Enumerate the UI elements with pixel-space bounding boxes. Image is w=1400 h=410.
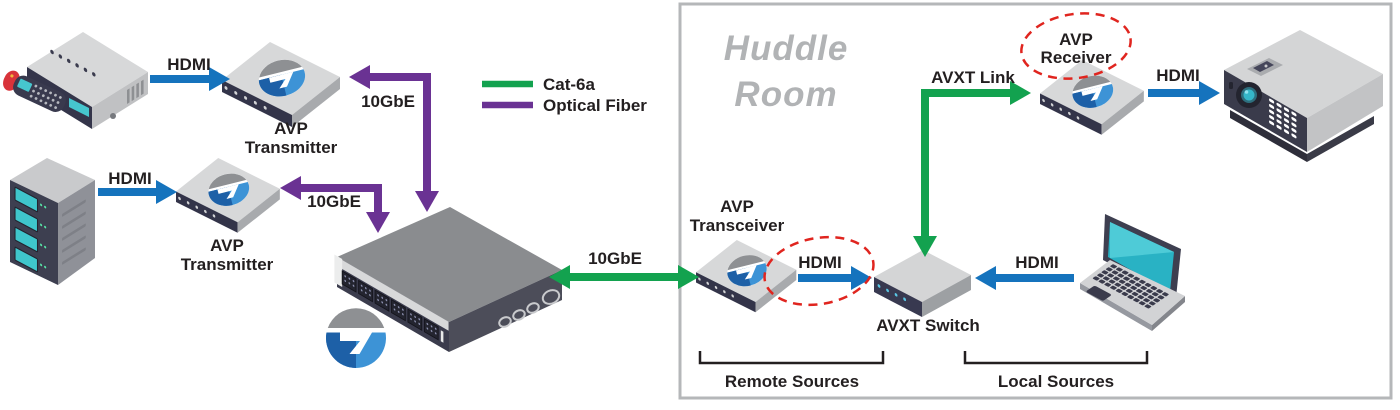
node-label-tx1-line2: Transmitter (245, 138, 338, 157)
server-device (9, 157, 96, 286)
avp-transmitter-1-device (222, 42, 340, 127)
arrowhead-icon (366, 212, 390, 233)
media-player-device (3, 32, 148, 129)
cat6a-arrow-avxt-receiver (921, 89, 1012, 238)
remote-control-icon (3, 70, 66, 112)
fiber-arrow-tx1-switch (368, 73, 431, 193)
node-label-tx2-line1: AVP (210, 236, 244, 255)
legend-cat6a-label: Cat-6a (543, 75, 596, 94)
arrowhead-icon (415, 191, 439, 212)
link-label-hdmi-projector: HDMI (1156, 66, 1199, 85)
node-label-tx2-line2: Transmitter (181, 255, 274, 274)
laptop-device (1080, 214, 1185, 331)
huddle-room-title-line1: Huddle (724, 29, 849, 68)
node-label-transceiver-line2: Transceiver (690, 216, 785, 235)
arrowhead-icon (280, 176, 301, 200)
link-label-10gbe-tx2: 10GbE (307, 192, 361, 211)
link-label-hdmi-server: HDMI (108, 169, 151, 188)
avp-transmitter-2-device (176, 158, 280, 233)
node-label-avxt-switch: AVXT Switch (876, 316, 980, 335)
node-label-transceiver-line1: AVP (720, 197, 754, 216)
link-label-10gbe-tx1: 10GbE (361, 92, 415, 111)
group-label-local-sources: Local Sources (998, 372, 1114, 391)
arrowhead-icon (349, 65, 370, 89)
link-label-hdmi-player: HDMI (167, 55, 210, 74)
callout-ellipse-hdmi (763, 235, 875, 307)
node-label-tx1-line1: AVP (274, 119, 308, 138)
node-label-receiver-line1: AVP (1059, 30, 1093, 49)
legend: Cat-6a Optical Fiber (482, 75, 647, 115)
link-label-10gbe-core: 10GbE (588, 249, 642, 268)
front-display (69, 98, 89, 117)
link-label-hdmi-transceiver: HDMI (798, 253, 841, 272)
link-label-avxt-link: AVXT Link (931, 68, 1015, 87)
node-label-receiver-line2: Receiver (1041, 48, 1112, 67)
projector-device (1224, 30, 1383, 162)
huddle-room-title-line2: Room (734, 75, 837, 114)
remote-sources-bracket (698, 351, 885, 365)
vendor-logo-icon (325, 308, 386, 368)
local-sources-bracket (963, 351, 1149, 365)
arrowhead-icon (156, 180, 177, 204)
fiber-arrow-tx2-switch (299, 184, 382, 214)
legend-fiber-label: Optical Fiber (543, 96, 647, 115)
group-label-remote-sources: Remote Sources (725, 372, 859, 391)
link-label-hdmi-laptop: HDMI (1015, 253, 1058, 272)
core-switch-device (334, 207, 562, 352)
